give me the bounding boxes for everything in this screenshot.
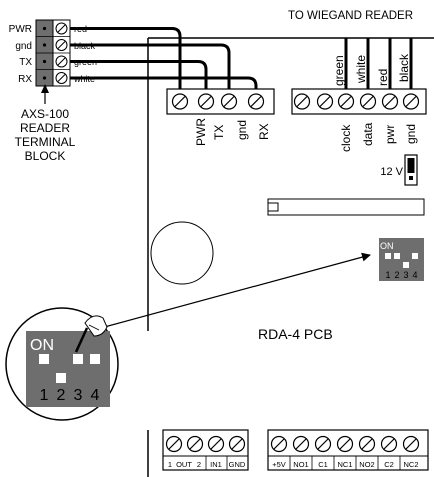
jumper-12v [404,154,418,186]
wiegand-terminal-labels: clock data pwr gnd [339,122,418,152]
relay-terminal-labels: +5V NO1 C1 NC1 NO2 C2 NC2 [272,460,418,469]
port-label-gnd: gnd [235,120,249,140]
reader-row-labels: PWR gnd TX RX [9,24,33,85]
wiegand-label-pwr: pwr [383,125,397,144]
io-label: OUT [176,460,192,469]
reader-terminal-block [35,19,71,87]
wiegand-wire-green: green [332,55,346,86]
reader-caption-line: TERMINAL [15,135,76,149]
wiegand-wire-white: white [354,55,368,84]
dip-large-number: 3 [74,387,83,404]
reader-wires [70,27,258,90]
reader-port [166,88,275,115]
wiegand-port [291,88,427,115]
dip-small-on-label: ON [380,241,394,251]
reader-caption-line: READER [20,121,70,135]
relay-label: NO2 [359,460,374,469]
wiegand-title: TO WIEGAND READER [288,10,413,22]
dip-switch-small [379,238,424,281]
reader-label-tx: TX [19,57,32,68]
dip-small-number: 2 [394,270,399,280]
magnifier-arrow [96,252,371,330]
dip-small-number: 4 [412,270,417,280]
port-label-pwr: PWR [194,118,208,146]
dip-small-number: 3 [403,270,408,280]
relay-label: C2 [384,460,394,469]
reader-caption: AXS-100 READER TERMINAL BLOCK [15,107,76,163]
dip-magnifier [5,307,119,421]
relay-label: NC1 [337,460,352,469]
relay-label: NO1 [293,460,308,469]
wiegand-wire-labels: green white red black [332,53,411,86]
dip-large-number: 1 [40,387,49,404]
reader-label-pwr: PWR [9,24,32,35]
dip-large-on-label: ON [30,337,54,354]
connector-slot [267,198,425,216]
wiegand-wires [344,38,413,90]
port-label-rx: RX [257,123,271,140]
relay-label: NC2 [403,460,418,469]
io-terminal-block [162,429,249,471]
pcb-outline [147,37,434,477]
io-label: 1 [168,460,172,469]
relay-terminal-block [267,429,429,471]
board-title: RDA-4 PCB [258,326,333,342]
wiegand-label-clock: clock [339,124,353,152]
reader-label-gnd: gnd [15,41,32,52]
reader-caption-line: BLOCK [25,149,66,163]
dip-large-numbers: 1 2 3 4 [40,387,100,404]
reader-arrow [41,84,49,104]
io-terminal-labels: 1 OUT 2 IN1 GND [168,460,246,469]
buzzer [150,221,214,285]
wiegand-label-data: data [361,122,375,146]
io-label: GND [229,460,246,469]
reader-port-labels: PWR TX gnd RX [194,118,271,146]
dip-small-numbers: 1 2 3 4 [385,270,417,280]
dip-large-number: 2 [57,387,66,404]
dip-large-number: 4 [91,387,100,404]
wiegand-wire-red: red [376,69,390,86]
wiegand-label-gnd: gnd [404,124,418,144]
reader-caption-line: AXS-100 [21,107,69,121]
wiegand-wire-black: black [397,53,411,82]
io-label: 2 [197,460,201,469]
io-label: IN1 [210,460,222,469]
reader-label-rx: RX [18,74,32,85]
reader-wire-labels: red black green white [73,24,97,84]
dip-small-number: 1 [385,270,390,280]
relay-label: +5V [272,460,286,469]
relay-label: C1 [318,460,328,469]
port-label-tx: TX [212,125,226,140]
jumper-label: 12 V [380,166,403,178]
hand-pointer-icon [74,315,108,353]
